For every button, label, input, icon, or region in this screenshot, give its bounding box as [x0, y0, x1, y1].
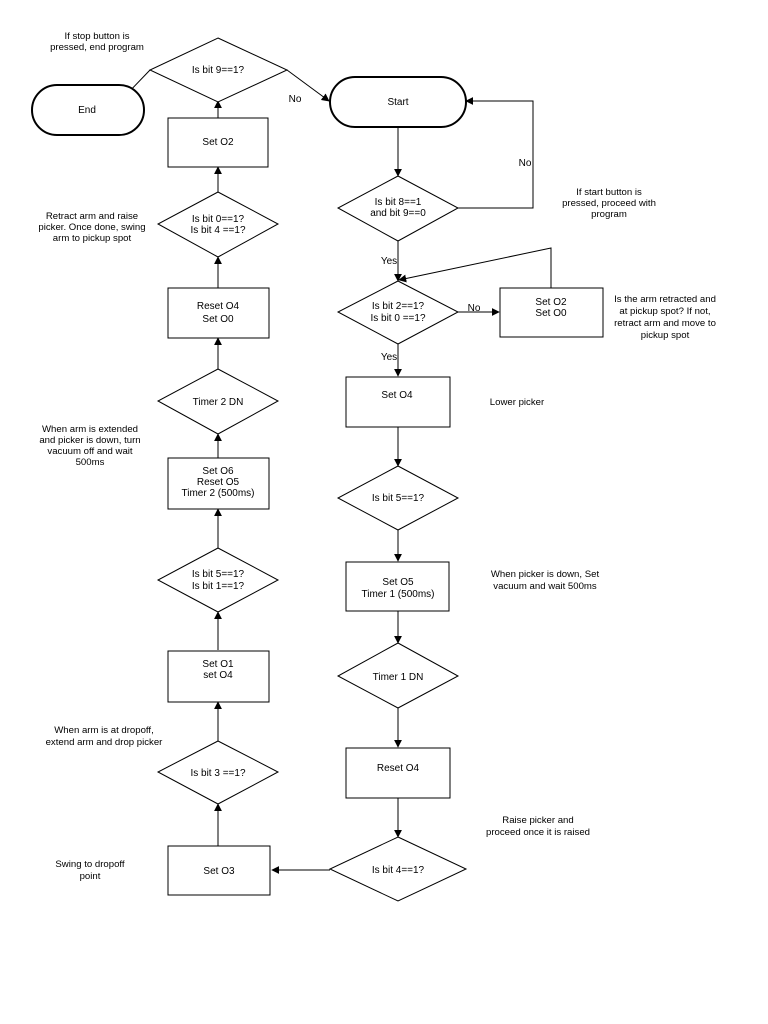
bit5-bit1-check-diamond [156, 547, 280, 613]
arm-check-diamond [336, 280, 460, 345]
timer1-dn-label: Timer 1 DN [373, 672, 424, 683]
bit4-check-diamond [328, 836, 468, 902]
edges [125, 69, 552, 874]
set-o4-box [345, 376, 451, 428]
set-o2-label: Set O2 [202, 137, 234, 148]
edge-label-no-arm: No [468, 303, 481, 314]
bit5-bit1-check-label: Is bit 5==1?Is bit 1==1? [192, 569, 245, 592]
edge-labels: No No Yes No Yes [289, 94, 532, 363]
edge-label-yes-arm: Yes [381, 352, 397, 363]
nodes [31, 37, 604, 902]
dropoff-note: When arm is at dropoff,extend arm and dr… [46, 725, 164, 748]
reset-o4-box [345, 747, 451, 799]
bit0-bit4-check-label: Is bit 0==1?Is bit 4 ==1? [190, 214, 245, 236]
bit5-check-label: Is bit 5==1? [372, 493, 425, 504]
bit5-check-diamond [336, 465, 460, 531]
edge-label-yes-start: Yes [381, 256, 397, 267]
edge-startcheck-no-loop [458, 97, 534, 209]
set-o5-block-box [345, 561, 450, 612]
set-o4-label: Set O4 [381, 390, 413, 401]
bit3-check-label: Is bit 3 ==1? [190, 768, 245, 779]
edge-label-no-stop: No [289, 94, 302, 105]
node-labels: End Is bit 9==1? Start Set O2 Is bit 8==… [78, 65, 567, 877]
set-o2-o0-box [499, 287, 604, 338]
bit0-bit4-check-diamond [156, 191, 280, 258]
timer2-dn-label: Timer 2 DN [193, 397, 244, 408]
reset-o4-label: Reset O4 [377, 763, 420, 774]
set-o6-block-box [167, 457, 270, 510]
timer2-dn-diamond [156, 368, 280, 435]
start-check-diamond [336, 175, 460, 242]
stop-check-label: Is bit 9==1? [192, 65, 245, 76]
reset-o4-set-o0-box [167, 287, 270, 339]
timer1-dn-diamond [336, 642, 460, 709]
stop-check-diamond [148, 37, 289, 103]
arm-check-label: Is bit 2==1?Is bit 0 ==1? [370, 301, 425, 324]
end-terminal [31, 84, 145, 136]
set-o3-box [167, 845, 271, 896]
set-o3-label: Set O3 [203, 866, 235, 877]
set-o2-box [167, 117, 269, 168]
start-terminal [329, 76, 467, 128]
lower-note: Lower picker [490, 397, 545, 408]
edge-seto2o0-loop [398, 247, 552, 288]
bit3-check-diamond [156, 740, 280, 805]
set-o1-block-box [167, 650, 270, 703]
edge-label-no-start: No [519, 158, 532, 169]
start-label: Start [387, 97, 408, 108]
edge-stop-to-start [286, 69, 330, 102]
bit4-check-label: Is bit 4==1? [372, 865, 425, 876]
end-label: End [78, 105, 96, 116]
